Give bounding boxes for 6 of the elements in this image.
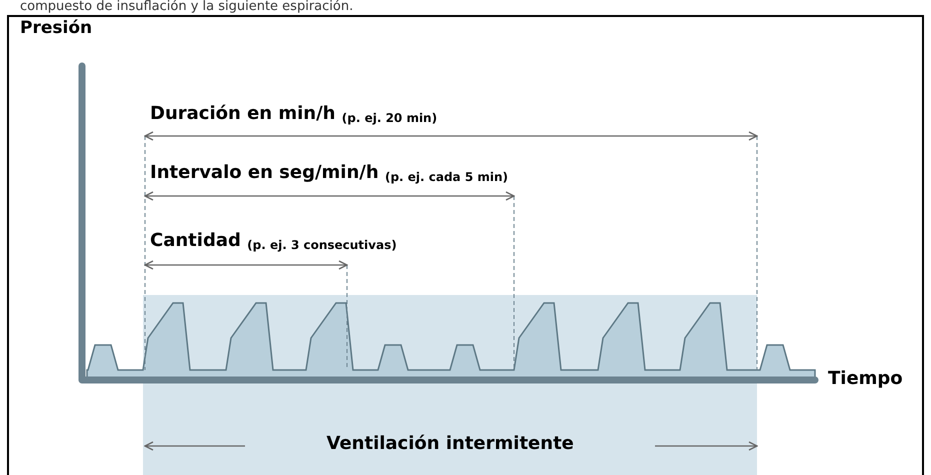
dimension-label: Intervalo en seg/min/h $_{(p. ej. cada 5 min)}$ (150, 162, 508, 184)
axis-label: Presión (20, 18, 92, 38)
dimension-label: Duración en min/h $_{(p. ej. 20 min)}$ (150, 103, 438, 125)
dimension-label: Cantidad $_{(p. ej. 3 consecutivas)}$ (150, 230, 397, 252)
axis-label: Tiempo (828, 368, 903, 389)
period-label: Ventilación intermitente (326, 433, 574, 454)
